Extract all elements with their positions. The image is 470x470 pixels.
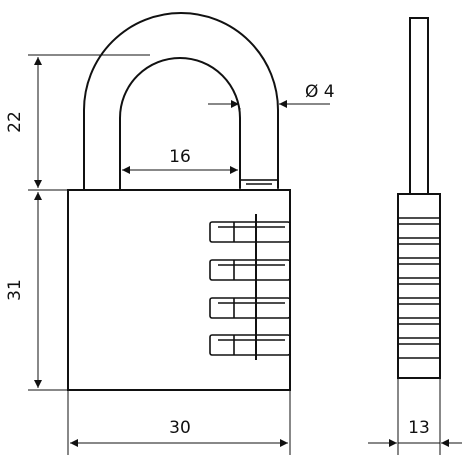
combination-wheel	[209, 334, 291, 356]
side-wheel-ribs	[398, 217, 440, 359]
combination-wheel	[209, 221, 291, 243]
dimension-lines	[28, 54, 462, 455]
dim-shackle-height: 22	[5, 111, 25, 133]
shackle-collar	[239, 179, 279, 191]
shackle-front	[83, 12, 279, 190]
combination-wheel	[209, 297, 291, 319]
shackle-side	[409, 17, 429, 195]
padlock-body-front	[67, 189, 291, 391]
dim-shackle-inner-width: 16	[169, 147, 191, 167]
padlock-body-side	[397, 193, 441, 379]
combination-wheels	[209, 214, 291, 360]
dim-body-width: 30	[169, 418, 191, 438]
padlock-side-view	[397, 17, 441, 379]
combination-wheel	[209, 259, 291, 281]
dim-shackle-diameter: Ø 4	[305, 82, 335, 102]
dim-body-thickness: 13	[408, 418, 430, 438]
dim-body-height: 31	[5, 279, 25, 301]
